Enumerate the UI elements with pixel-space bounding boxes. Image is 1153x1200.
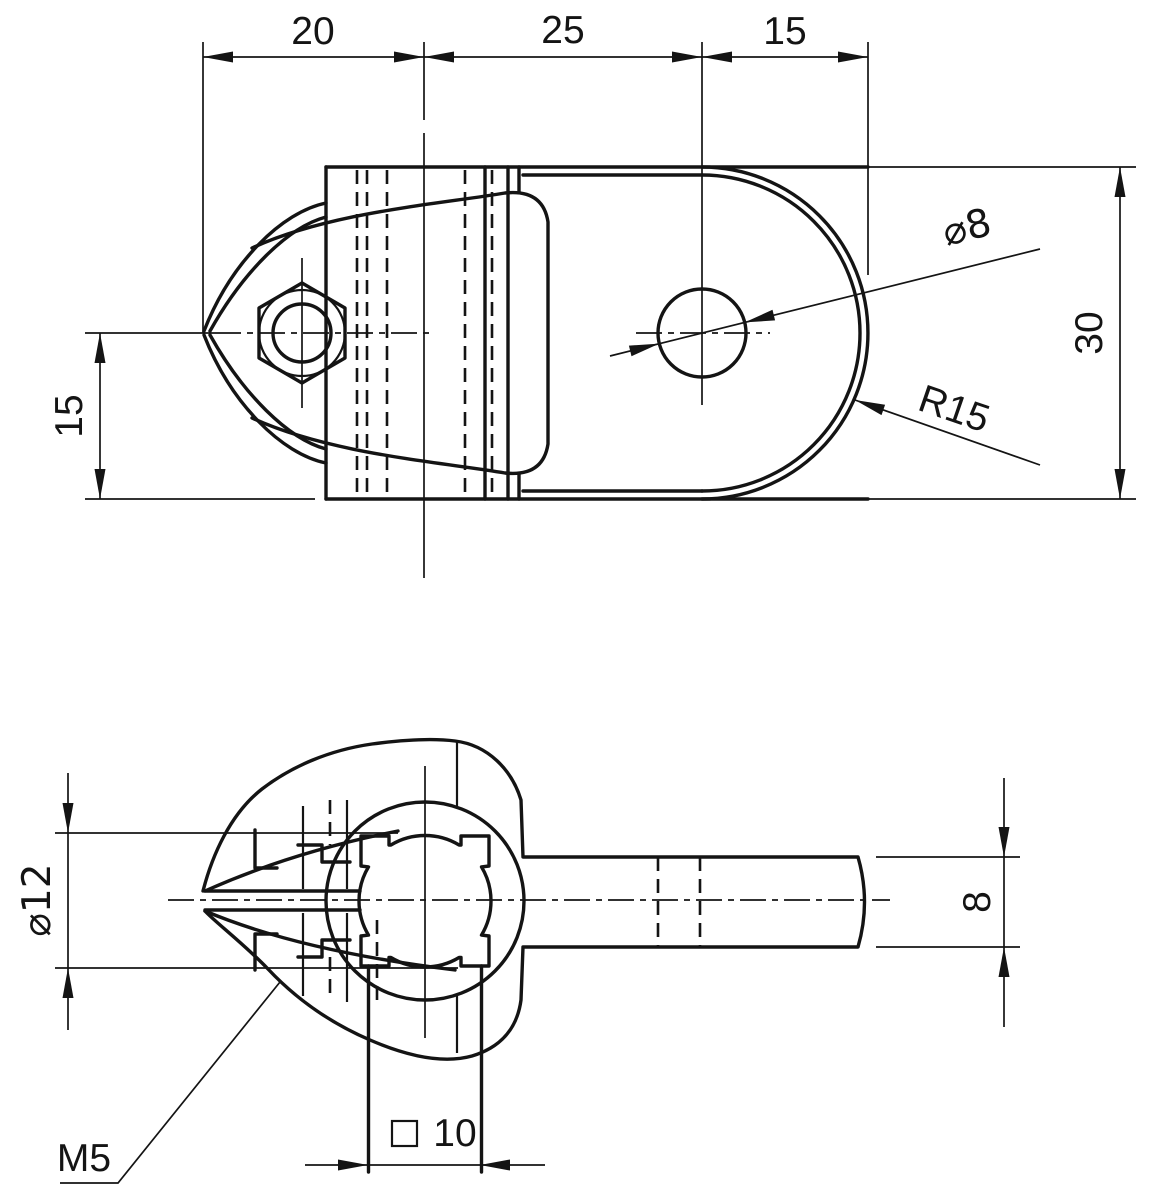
body-silhouette [201, 737, 867, 1061]
jaw-inner-top [208, 215, 328, 333]
dim-15-right-label: 15 [763, 10, 806, 53]
dimension-sq10: 10 [338, 1112, 510, 1171]
arrowhead [338, 1159, 368, 1171]
jaw-face-upper [203, 829, 400, 893]
dimension-20: 20 [203, 10, 424, 63]
r15-label: R15 [913, 377, 995, 441]
dim-15-left-label: 15 [48, 394, 91, 437]
dia8-label: ⌀8 [938, 200, 996, 255]
arrowhead [480, 1159, 510, 1171]
arrowhead [94, 469, 106, 499]
arrowhead [702, 51, 732, 63]
arrowhead [203, 51, 233, 63]
dimension-25: 25 [424, 9, 702, 63]
bottom-view-centerlines-extensions [55, 766, 1020, 1184]
arrowhead [1114, 469, 1126, 499]
hex-nut [257, 281, 347, 385]
top-view: 20 25 15 30 15 ⌀8 [48, 9, 1136, 578]
lug-inner-arc [700, 173, 862, 493]
arrowhead [855, 400, 886, 416]
arrowhead [1114, 167, 1126, 197]
arrowhead [394, 51, 424, 63]
dimension-dia12: ⌀12 [15, 803, 74, 998]
dimension-30: 30 [1068, 167, 1126, 499]
arrowhead [62, 968, 74, 998]
step-upper-right [296, 843, 352, 864]
hidden-lines-top [355, 170, 494, 496]
jaw-inner-bottom [208, 333, 328, 451]
m5-label: M5 [57, 1137, 111, 1180]
part-outline-bottom [201, 737, 867, 1174]
arrowhead [424, 51, 454, 63]
square-bore-profile [357, 833, 493, 969]
dimension-m5: M5 [57, 1137, 111, 1180]
dimension-15-right: 15 [702, 10, 868, 63]
arrowhead [744, 309, 776, 323]
rod-8-label: 8 [956, 891, 999, 913]
clamp-ring [324, 800, 526, 1002]
square-symbol-icon [390, 1119, 419, 1148]
step-lower-left [253, 932, 279, 972]
lug-outer-arc-r15 [700, 165, 870, 501]
dim-30-label: 30 [1068, 311, 1111, 354]
arrowhead [628, 343, 660, 357]
bottom-view: ⌀12 8 M5 10 [15, 737, 1020, 1184]
dim-25-label: 25 [541, 9, 584, 52]
arrowhead [838, 51, 868, 63]
dia12-label: ⌀12 [15, 863, 60, 936]
arrowhead [94, 333, 106, 363]
arrowhead [672, 51, 702, 63]
dim-20-label: 20 [291, 10, 334, 53]
dimension-15-left: 15 [48, 333, 106, 499]
lug-hole-dia8 [656, 287, 748, 379]
clamp-screw-hole [271, 302, 333, 364]
arrowhead [998, 947, 1010, 977]
step-lower-right [296, 938, 352, 959]
cast-blend-contour [250, 190, 550, 476]
dimension-8: 8 [956, 827, 1010, 977]
leader-dia8 [609, 248, 1041, 357]
arrowhead [62, 803, 74, 833]
dimension-r15: R15 [854, 377, 1041, 466]
part-outline-top [202, 165, 870, 501]
leader-r15 [854, 399, 1041, 466]
arrowhead [998, 827, 1010, 857]
sq10-label: 10 [433, 1112, 476, 1155]
hex-chamfer-circle [257, 288, 347, 378]
step-upper-left [253, 828, 279, 870]
hidden-lines-bottom [328, 800, 702, 1000]
m5-leader [60, 981, 281, 1184]
